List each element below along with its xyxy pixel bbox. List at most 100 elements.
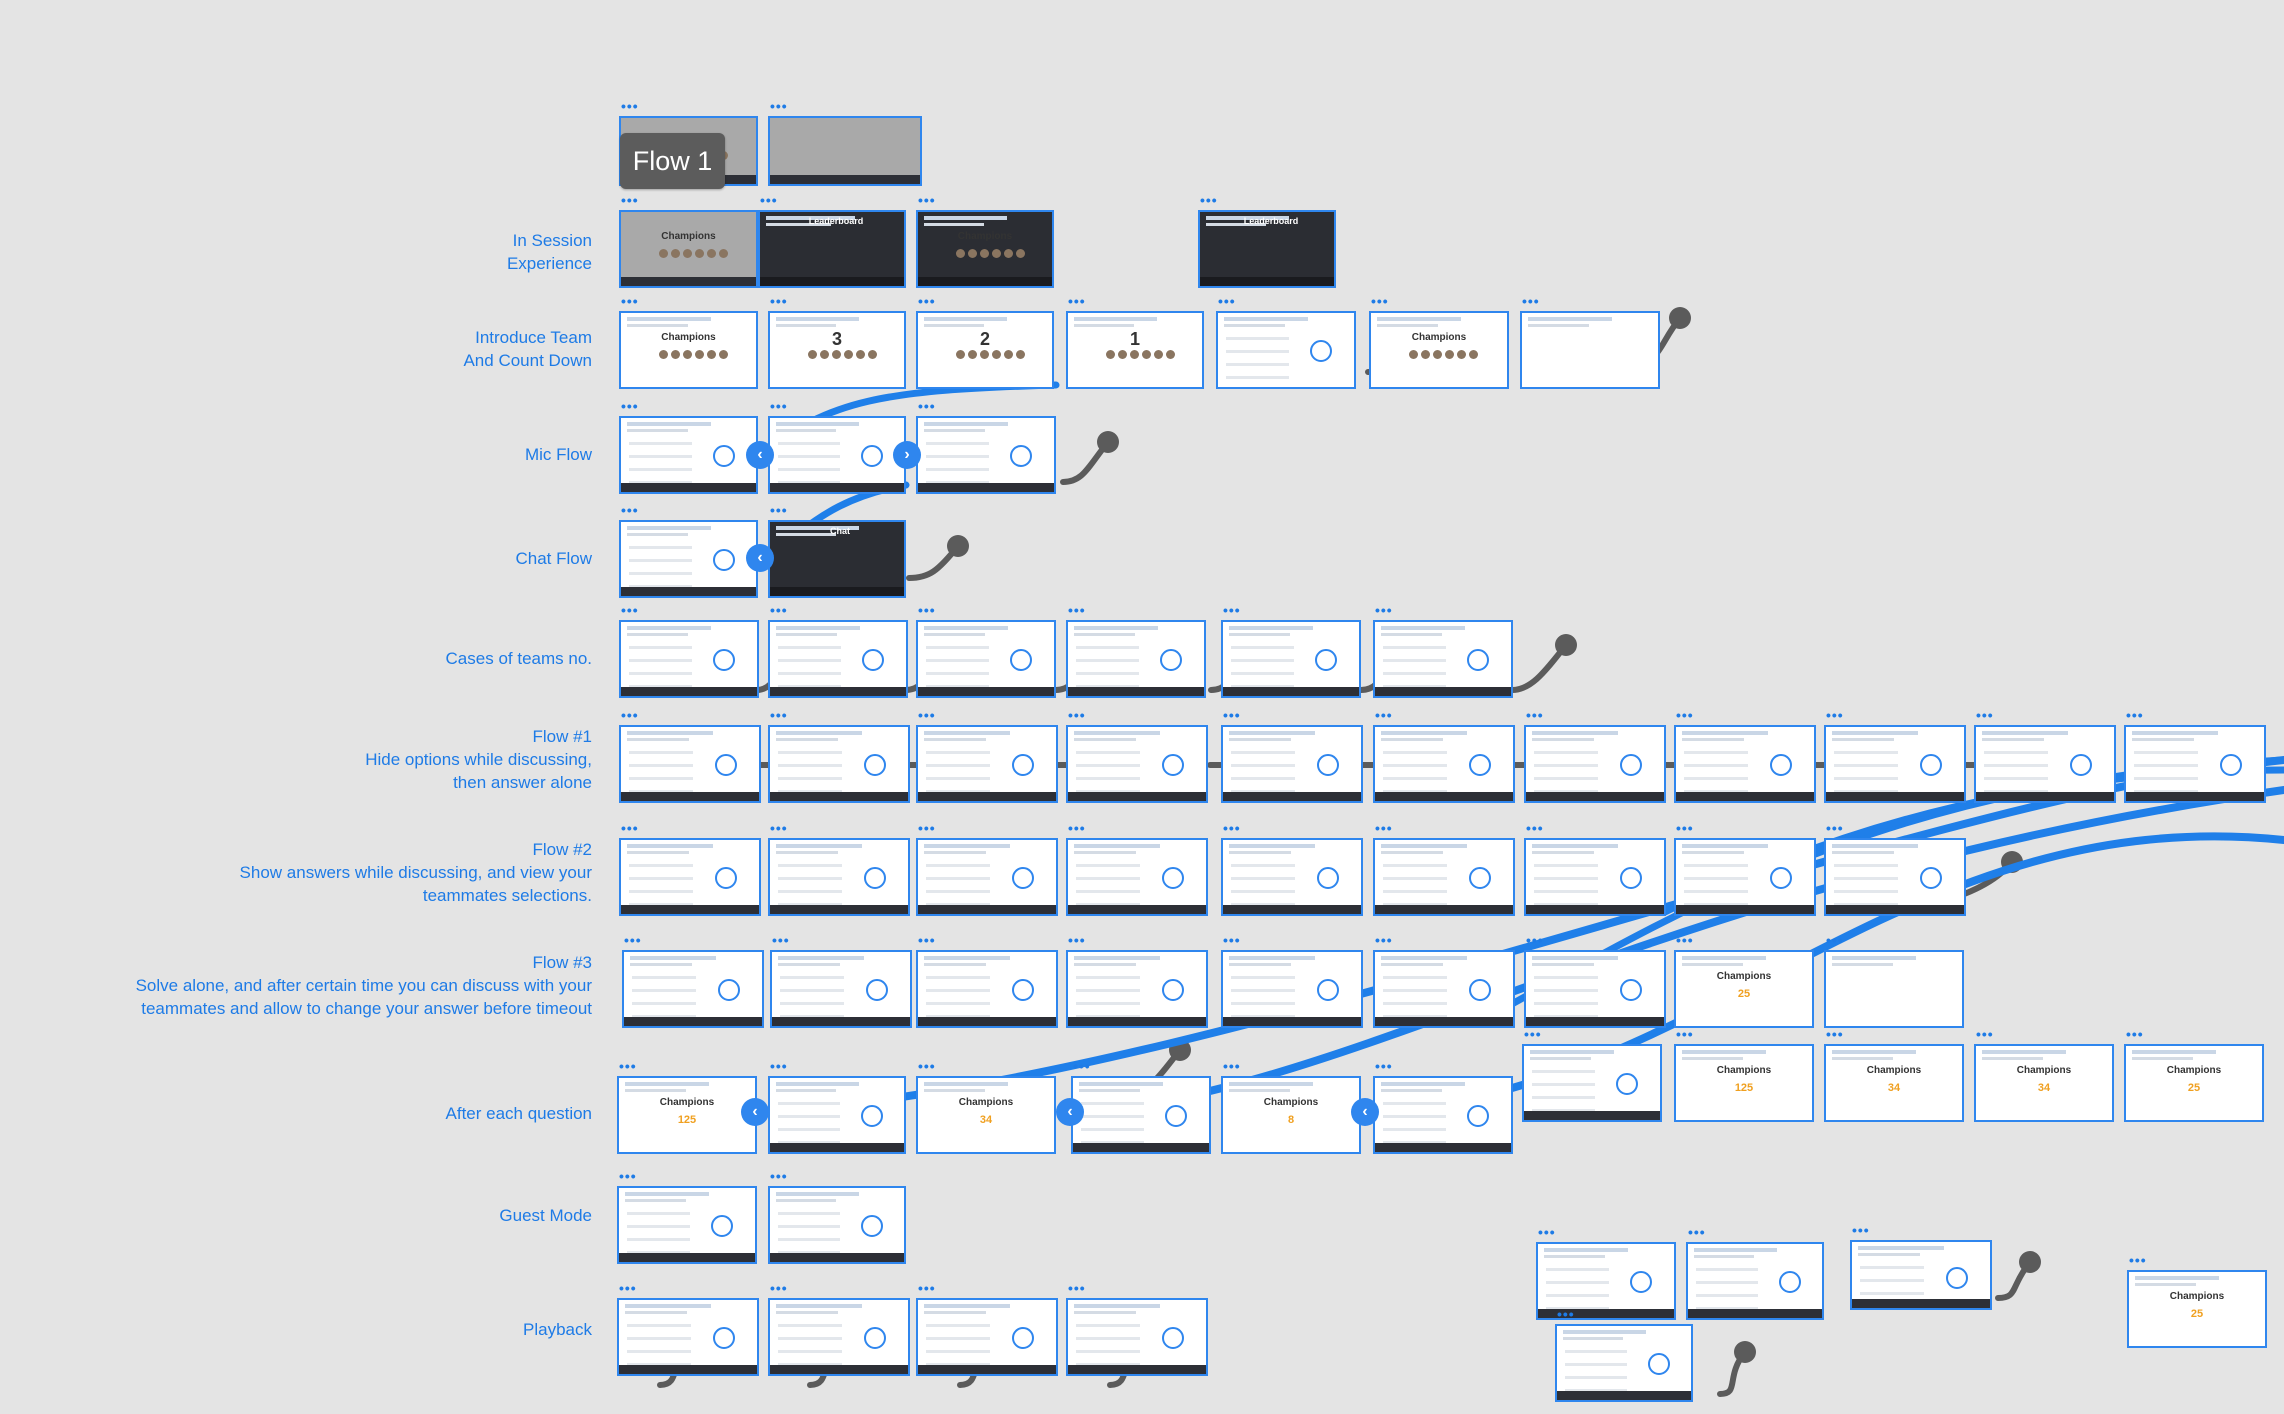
artboard-screen[interactable] xyxy=(1066,725,1208,803)
artboard-screen[interactable] xyxy=(1066,620,1206,698)
artboard-menu-icon[interactable]: ••• xyxy=(918,932,936,948)
artboard-screen[interactable] xyxy=(916,725,1058,803)
artboard-menu-icon[interactable]: ••• xyxy=(619,1058,637,1074)
artboard-menu-icon[interactable]: ••• xyxy=(1676,1026,1694,1042)
artboard-menu-icon[interactable]: ••• xyxy=(1068,293,1086,309)
artboard-screen[interactable] xyxy=(768,620,908,698)
artboard-screen[interactable]: Champions xyxy=(916,210,1054,288)
artboard-menu-icon[interactable]: ••• xyxy=(770,1168,788,1184)
artboard-screen[interactable] xyxy=(916,1298,1058,1376)
artboard-screen[interactable] xyxy=(1974,725,2116,803)
artboard-menu-icon[interactable]: ••• xyxy=(1826,1026,1844,1042)
artboard-screen[interactable]: Champions xyxy=(1369,311,1509,389)
artboard-menu-icon[interactable]: ••• xyxy=(918,398,936,414)
artboard-menu-icon[interactable]: ••• xyxy=(621,707,639,723)
artboard-menu-icon[interactable]: ••• xyxy=(1218,293,1236,309)
artboard-menu-icon[interactable]: ••• xyxy=(1223,707,1241,723)
artboard-menu-icon[interactable]: ••• xyxy=(1223,1058,1241,1074)
artboard-screen[interactable] xyxy=(1373,950,1515,1028)
artboard-menu-icon[interactable]: ••• xyxy=(1688,1224,1706,1240)
artboard-screen[interactable] xyxy=(1066,950,1208,1028)
artboard-screen[interactable] xyxy=(1674,838,1816,916)
artboard-screen[interactable] xyxy=(1373,725,1515,803)
artboard-screen[interactable] xyxy=(1373,620,1513,698)
artboard-menu-icon[interactable]: ••• xyxy=(1676,707,1694,723)
artboard-menu-icon[interactable]: ••• xyxy=(2126,1026,2144,1042)
artboard-screen[interactable]: Leaderboard xyxy=(1198,210,1336,288)
artboard-menu-icon[interactable]: ••• xyxy=(1557,1306,1575,1322)
artboard-menu-icon[interactable]: ••• xyxy=(1068,820,1086,836)
artboard-menu-icon[interactable]: ••• xyxy=(621,502,639,518)
artboard-menu-icon[interactable]: ••• xyxy=(1375,932,1393,948)
artboard-screen[interactable] xyxy=(768,416,906,494)
artboard-screen[interactable] xyxy=(1373,1076,1513,1154)
artboard-screen[interactable] xyxy=(768,116,922,186)
artboard-screen[interactable] xyxy=(1524,950,1666,1028)
artboard-menu-icon[interactable]: ••• xyxy=(770,293,788,309)
artboard-screen[interactable] xyxy=(1522,1044,1662,1122)
artboard-screen[interactable] xyxy=(619,520,758,598)
artboard-screen[interactable]: 3 xyxy=(768,311,906,389)
navigate-back-icon[interactable]: ‹ xyxy=(746,544,774,572)
artboard-screen[interactable] xyxy=(1066,838,1208,916)
artboard-menu-icon[interactable]: ••• xyxy=(621,192,639,208)
artboard-menu-icon[interactable]: ••• xyxy=(918,820,936,836)
artboard-screen[interactable] xyxy=(916,416,1056,494)
artboard-menu-icon[interactable]: ••• xyxy=(621,398,639,414)
artboard-menu-icon[interactable]: ••• xyxy=(619,1280,637,1296)
artboard-screen[interactable] xyxy=(1524,725,1666,803)
artboard-menu-icon[interactable]: ••• xyxy=(918,1058,936,1074)
artboard-menu-icon[interactable]: ••• xyxy=(1200,192,1218,208)
artboard-screen[interactable] xyxy=(768,725,910,803)
artboard-menu-icon[interactable]: ••• xyxy=(1223,820,1241,836)
navigate-back-icon[interactable]: › xyxy=(893,441,921,469)
artboard-screen[interactable] xyxy=(916,838,1058,916)
artboard-menu-icon[interactable]: ••• xyxy=(770,1058,788,1074)
navigate-back-icon[interactable]: ‹ xyxy=(746,441,774,469)
artboard-menu-icon[interactable]: ••• xyxy=(770,707,788,723)
connector-end-icon[interactable] xyxy=(2001,851,2023,873)
artboard-menu-icon[interactable]: ••• xyxy=(770,502,788,518)
artboard-menu-icon[interactable]: ••• xyxy=(770,1280,788,1296)
navigate-back-icon[interactable]: ‹ xyxy=(741,1098,769,1126)
artboard-screen[interactable] xyxy=(1686,1242,1824,1320)
artboard-screen[interactable] xyxy=(1221,838,1363,916)
artboard-menu-icon[interactable]: ••• xyxy=(918,1280,936,1296)
artboard-menu-icon[interactable]: ••• xyxy=(918,602,936,618)
navigate-back-icon[interactable]: ‹ xyxy=(1056,1098,1084,1126)
artboard-menu-icon[interactable]: ••• xyxy=(1826,707,1844,723)
connector-end-icon[interactable] xyxy=(1555,634,1577,656)
connector-end-icon[interactable] xyxy=(1669,307,1691,329)
flow-start-badge[interactable]: Flow 1 xyxy=(620,133,725,189)
artboard-screen[interactable] xyxy=(768,838,910,916)
artboard-menu-icon[interactable]: ••• xyxy=(621,98,639,114)
artboard-screen[interactable] xyxy=(1221,620,1361,698)
artboard-screen[interactable] xyxy=(619,620,759,698)
artboard-menu-icon[interactable]: ••• xyxy=(1976,1026,1994,1042)
artboard-screen[interactable] xyxy=(768,1186,906,1264)
artboard-menu-icon[interactable]: ••• xyxy=(918,707,936,723)
artboard-menu-icon[interactable]: ••• xyxy=(1538,1224,1556,1240)
artboard-menu-icon[interactable]: ••• xyxy=(760,192,778,208)
artboard-screen[interactable] xyxy=(768,1298,910,1376)
artboard-menu-icon[interactable]: ••• xyxy=(770,398,788,414)
artboard-screen[interactable] xyxy=(1221,950,1363,1028)
artboard-menu-icon[interactable]: ••• xyxy=(770,602,788,618)
artboard-screen[interactable] xyxy=(619,725,761,803)
artboard-menu-icon[interactable]: ••• xyxy=(772,932,790,948)
connector-end-icon[interactable] xyxy=(947,535,969,557)
artboard-screen[interactable] xyxy=(617,1298,759,1376)
artboard-menu-icon[interactable]: ••• xyxy=(1852,1222,1870,1238)
artboard-screen[interactable] xyxy=(622,950,764,1028)
artboard-screen[interactable] xyxy=(916,620,1056,698)
artboard-screen[interactable] xyxy=(1071,1076,1211,1154)
artboard-screen[interactable]: Leaderboard xyxy=(758,210,906,288)
connector-end-icon[interactable] xyxy=(2019,1251,2041,1273)
artboard-menu-icon[interactable]: ••• xyxy=(1068,1280,1086,1296)
artboard-menu-icon[interactable]: ••• xyxy=(1676,820,1694,836)
artboard-screen[interactable] xyxy=(1221,725,1363,803)
